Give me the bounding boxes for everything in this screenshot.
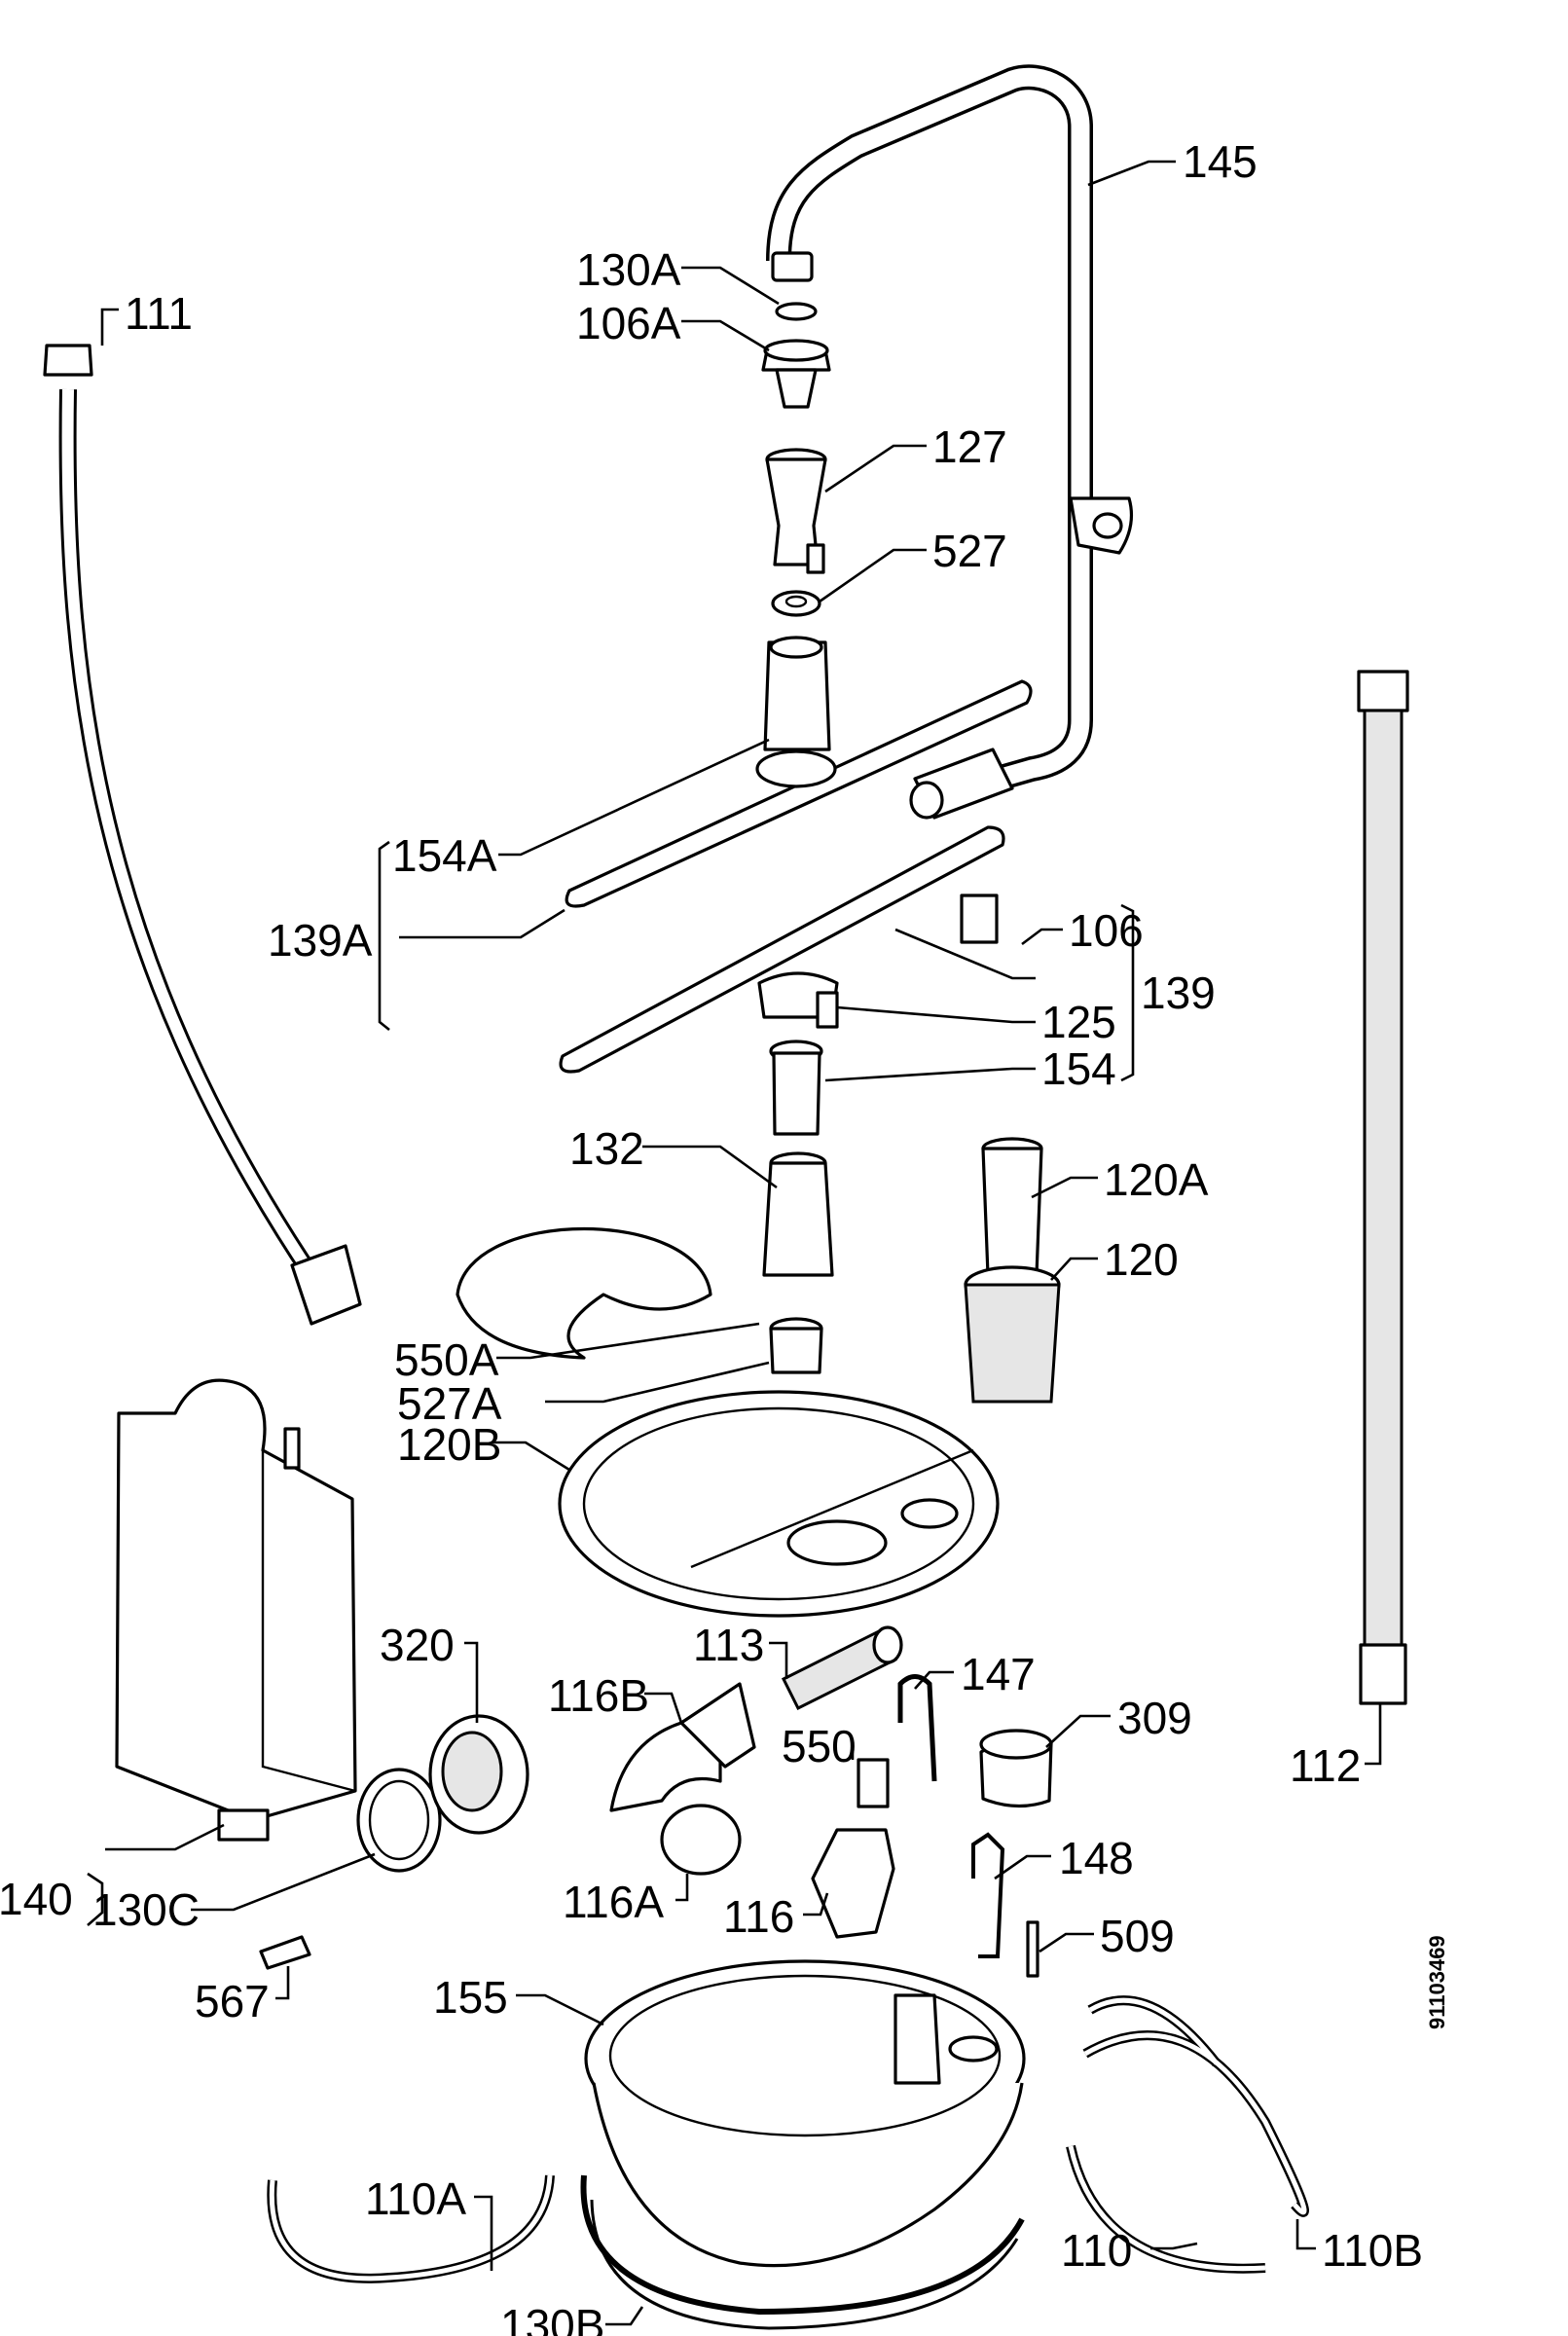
label-130c: 130C: [92, 1884, 200, 1935]
label-154a: 154A: [392, 830, 497, 881]
label-110a: 110A: [365, 2173, 466, 2224]
part-120b-large-filter: [558, 1390, 1000, 1618]
label-116b: 116B: [548, 1670, 649, 1721]
label-139: 139: [1141, 967, 1216, 1018]
part-130c-seal: [356, 1768, 442, 1873]
part-116-pump-part: [811, 1828, 895, 1939]
label-120b: 120B: [397, 1419, 501, 1470]
label-127: 127: [932, 421, 1007, 472]
part-140-water-softener: [115, 1378, 357, 1842]
label-550: 550: [782, 1721, 857, 1771]
part-116a-valve: [660, 1804, 742, 1876]
part-120a-micro-filter: [981, 1137, 1043, 1277]
label-106a: 106A: [576, 298, 681, 348]
label-110: 110: [1061, 2225, 1132, 2276]
label-111: 111: [125, 288, 193, 339]
part-320-salt-cap: [428, 1714, 529, 1835]
label-130b: 130B: [500, 2300, 604, 2336]
part-120-coarse-filter: [964, 1265, 1061, 1404]
part-111-inlet-hose: [43, 344, 362, 1326]
part-567-clip: [259, 1935, 311, 1970]
label-154: 154: [1041, 1043, 1116, 1094]
part-113-sensor: [781, 1625, 903, 1711]
drawing-number: 91103469: [1425, 1935, 1449, 2029]
label-106: 106: [1069, 905, 1144, 956]
label-550a: 550A: [394, 1334, 499, 1385]
part-527a-ring: [769, 1317, 823, 1374]
label-155: 155: [433, 1972, 508, 2023]
label-120a: 120A: [1104, 1154, 1209, 1205]
label-125: 125: [1041, 997, 1116, 1047]
label-110b: 110B: [1322, 2225, 1423, 2276]
part-110a-hose: [267, 2174, 555, 2283]
label-148: 148: [1059, 1833, 1134, 1883]
part-127-connector: [765, 448, 827, 574]
label-145: 145: [1183, 136, 1258, 187]
label-130a: 130A: [576, 244, 681, 295]
part-130b-seal: [580, 2174, 1025, 2330]
label-120: 120: [1104, 1234, 1179, 1285]
part-527-nut: [771, 590, 821, 617]
label-132: 132: [569, 1123, 644, 1174]
part-106a-nut: [761, 339, 831, 409]
leader-lines: [87, 160, 1382, 2326]
label-147: 147: [961, 1649, 1036, 1699]
label-116a: 116A: [563, 1877, 664, 1927]
part-154a-upper-spray-arm: [565, 636, 1033, 908]
part-509-pin: [1026, 1920, 1039, 1978]
label-116: 116: [723, 1891, 794, 1942]
label-112: 112: [1290, 1740, 1361, 1791]
label-139a: 139A: [268, 915, 373, 966]
part-155-sump: [584, 1959, 1026, 2268]
label-527: 527: [932, 526, 1007, 576]
part-132-tube: [762, 1151, 834, 1277]
label-309: 309: [1117, 1693, 1192, 1743]
part-110-hose: [1066, 2144, 1266, 2274]
label-509: 509: [1100, 1911, 1175, 1961]
part-110b-hose: [1082, 1995, 1309, 2217]
part-148-clip: [971, 1832, 1005, 1958]
part-309-cap: [979, 1729, 1053, 1808]
part-139-lower-spray-arm: [559, 825, 1005, 1074]
part-154-hub: [769, 1040, 823, 1136]
part-130a-o-ring: [775, 302, 818, 321]
label-320: 320: [380, 1620, 455, 1670]
part-145-spray-pipe: [766, 64, 1133, 820]
label-113: 113: [693, 1620, 764, 1670]
part-550-block: [857, 1758, 890, 1808]
part-550a-strainer-plate: [456, 1227, 712, 1360]
part-147-clip: [897, 1674, 937, 1782]
label-527a: 527A: [397, 1378, 502, 1429]
part-112-drain-hose: [1357, 670, 1409, 1705]
part-labels: 145 130A 106A 111 127 527 154A 139A 106 …: [0, 136, 1449, 2336]
label-567: 567: [195, 1976, 270, 2026]
label-140: 140: [0, 1874, 73, 1924]
